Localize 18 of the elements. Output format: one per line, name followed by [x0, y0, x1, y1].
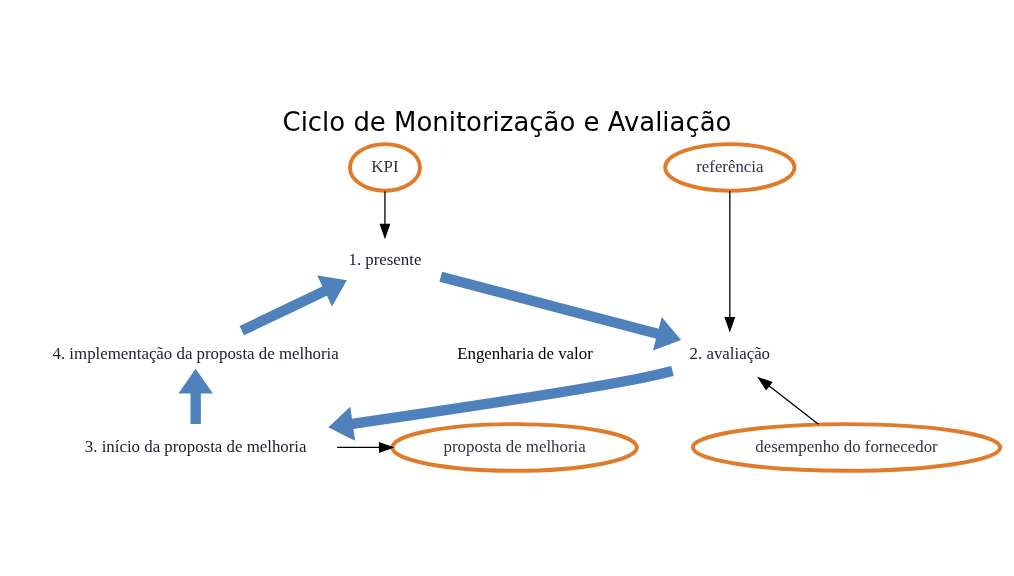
label: Engenharia de valor — [457, 343, 593, 363]
node-ellipse: desempenho do fornecedor — [690, 422, 1003, 473]
arrow — [178, 368, 213, 424]
arrow — [757, 376, 820, 425]
arrow — [379, 190, 391, 240]
diagram-title: Ciclo de Monitorização e Avaliação — [282, 107, 732, 138]
node-ellipse: referência — [663, 142, 797, 193]
arrow — [439, 271, 682, 351]
node-text: 4. implementação da proposta de melhoria — [52, 343, 339, 363]
arrow — [328, 366, 674, 441]
arrow — [724, 190, 736, 333]
node-text: 2. avaliação — [689, 343, 771, 363]
arrow — [336, 442, 395, 453]
arrow — [239, 275, 347, 336]
node-text: 1. presente — [348, 250, 422, 270]
node-ellipse: KPI — [348, 142, 422, 193]
node-ellipse: proposta de melhoria — [390, 422, 639, 473]
node-text: 3. início da proposta de melhoria — [84, 436, 307, 456]
